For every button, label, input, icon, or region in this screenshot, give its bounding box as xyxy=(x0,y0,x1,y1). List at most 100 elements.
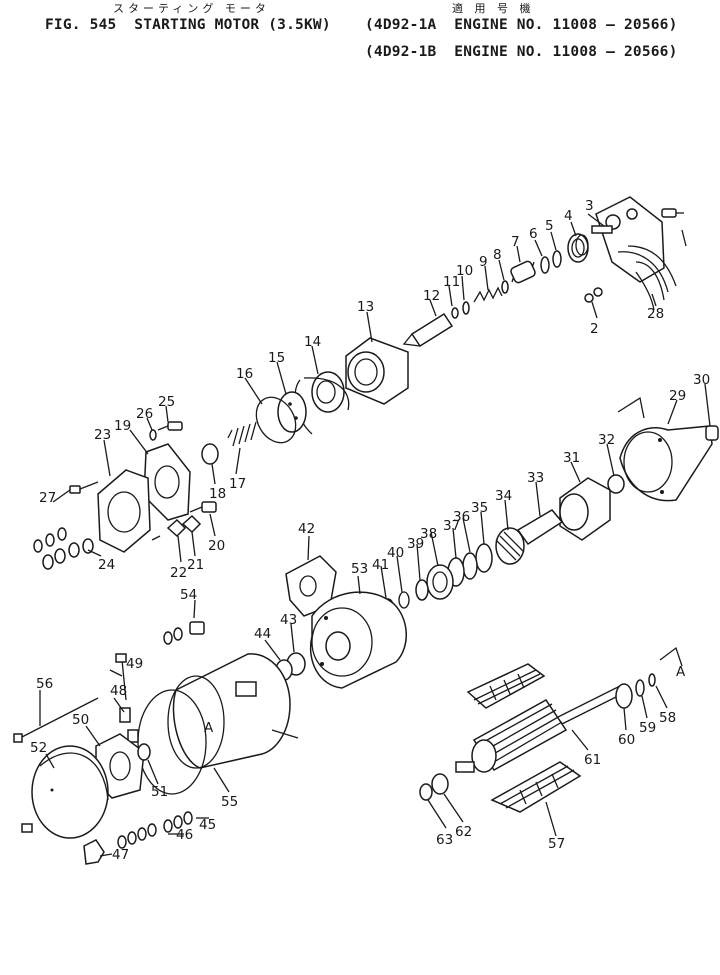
callout-58: 58 xyxy=(659,710,676,726)
callout-20: 20 xyxy=(208,538,225,554)
plunger-part-12 xyxy=(402,312,454,348)
callout-21: 21 xyxy=(187,557,204,573)
match-mark-a-yoke: A xyxy=(204,720,214,736)
washer-part-62 xyxy=(431,773,449,795)
washer-part-39 xyxy=(415,579,429,601)
callout-60: 60 xyxy=(618,732,635,748)
callout-39: 39 xyxy=(407,536,424,552)
callout-25: 25 xyxy=(158,394,175,410)
callout-35: 35 xyxy=(471,500,488,516)
callout-10: 10 xyxy=(456,263,473,279)
japanese-applicable-label: 適 用 号 機 xyxy=(452,2,535,15)
rear-cap-part-52 xyxy=(31,745,109,839)
washer-part-36 xyxy=(462,552,478,580)
washer-part-59 xyxy=(635,679,645,697)
callout-6: 6 xyxy=(529,226,538,242)
callout-labels: 3 2 4 5 6 7 8 9 10 11 12 13 14 15 16 17 … xyxy=(30,198,710,863)
callout-61: 61 xyxy=(584,752,601,768)
field-coil-part-57 xyxy=(466,663,582,813)
screw-part-25 xyxy=(157,421,183,431)
bushing-part-51 xyxy=(137,743,151,761)
spring-part-17 xyxy=(227,421,257,447)
callout-15: 15 xyxy=(268,350,285,366)
match-mark-a-right: A xyxy=(676,664,686,680)
callout-55: 55 xyxy=(221,794,238,810)
ring-part-60 xyxy=(615,683,633,709)
screw-part-27 xyxy=(69,481,99,494)
callout-51: 51 xyxy=(151,784,168,800)
switch-cover-part-1 xyxy=(595,196,677,301)
bolt-part-54 xyxy=(163,621,205,645)
callout-36: 36 xyxy=(453,509,470,525)
callout-62: 62 xyxy=(455,824,472,840)
washer-part-5 xyxy=(552,250,562,268)
washer-part-6 xyxy=(540,256,550,274)
washer-part-63 xyxy=(419,783,433,801)
housing-part-13 xyxy=(345,337,409,405)
brush-holder-part-31 xyxy=(559,477,611,541)
callout-14: 14 xyxy=(304,334,321,350)
terminal-part-3 xyxy=(591,225,613,234)
clutch-part-34 xyxy=(495,527,525,565)
callout-27: 27 xyxy=(39,490,56,506)
grommet-part-45 xyxy=(163,811,193,833)
callout-43: 43 xyxy=(280,612,297,628)
gasket-part-19 xyxy=(143,443,191,521)
callout-45: 45 xyxy=(199,817,216,833)
callout-9: 9 xyxy=(479,254,488,270)
callout-23: 23 xyxy=(94,427,111,443)
callout-44: 44 xyxy=(254,626,271,642)
callout-32: 32 xyxy=(598,432,615,448)
callout-18: 18 xyxy=(209,486,226,502)
spring-part-7 xyxy=(510,260,536,284)
callout-63: 63 xyxy=(436,832,453,848)
washer-part-58 xyxy=(648,673,656,687)
callout-47: 47 xyxy=(112,847,129,863)
case-part-23 xyxy=(97,469,151,553)
shim-part-21 xyxy=(181,514,202,534)
japanese-title: スターティング モータ xyxy=(113,2,270,15)
callout-49: 49 xyxy=(126,656,143,672)
callout-4: 4 xyxy=(564,208,573,224)
callout-33: 33 xyxy=(527,470,544,486)
callout-19: 19 xyxy=(114,418,131,434)
bolt-part-1 xyxy=(661,208,687,247)
nut-part-2 xyxy=(584,287,603,303)
callout-57: 57 xyxy=(548,836,565,852)
plug-part-47 xyxy=(83,839,105,865)
callout-28: 28 xyxy=(647,306,664,322)
ring-set-part-24 xyxy=(33,527,94,570)
callout-50: 50 xyxy=(72,712,89,728)
snap-ring-part-40 xyxy=(398,591,410,609)
washer-part-18 xyxy=(201,443,219,465)
callout-41: 41 xyxy=(372,557,389,573)
callout-42: 42 xyxy=(298,521,315,537)
figure-title: FIG. 545 STARTING MOTOR (3.5KW) xyxy=(45,17,331,33)
spring-part-4 xyxy=(567,233,589,263)
callout-37: 37 xyxy=(443,518,460,534)
lead-wire-part-28 xyxy=(635,271,655,311)
callout-48: 48 xyxy=(110,683,127,699)
yoke-part-55 xyxy=(137,653,299,795)
callout-7: 7 xyxy=(511,234,520,250)
callout-38: 38 xyxy=(420,526,437,542)
bolt-part-49 xyxy=(115,653,127,701)
callout-29: 29 xyxy=(669,388,686,404)
serial-range-1: (4D92-1A ENGINE NO. 11008 — 20566) xyxy=(365,17,678,33)
callout-52: 52 xyxy=(30,740,47,756)
drive-housing-part-53 xyxy=(309,591,407,689)
bolt-part-20 xyxy=(189,501,217,513)
callout-56: 56 xyxy=(36,676,53,692)
callout-5: 5 xyxy=(545,218,554,234)
shaft-part-33 xyxy=(516,509,564,546)
callout-22: 22 xyxy=(170,565,187,581)
spacer-set-part-46 xyxy=(117,823,157,849)
callout-24: 24 xyxy=(98,557,115,573)
callout-30: 30 xyxy=(693,372,710,388)
screw-part-52-small xyxy=(21,823,33,833)
leader-lines xyxy=(39,213,711,857)
callout-13: 13 xyxy=(357,299,374,315)
washer-part-10 xyxy=(462,301,470,315)
